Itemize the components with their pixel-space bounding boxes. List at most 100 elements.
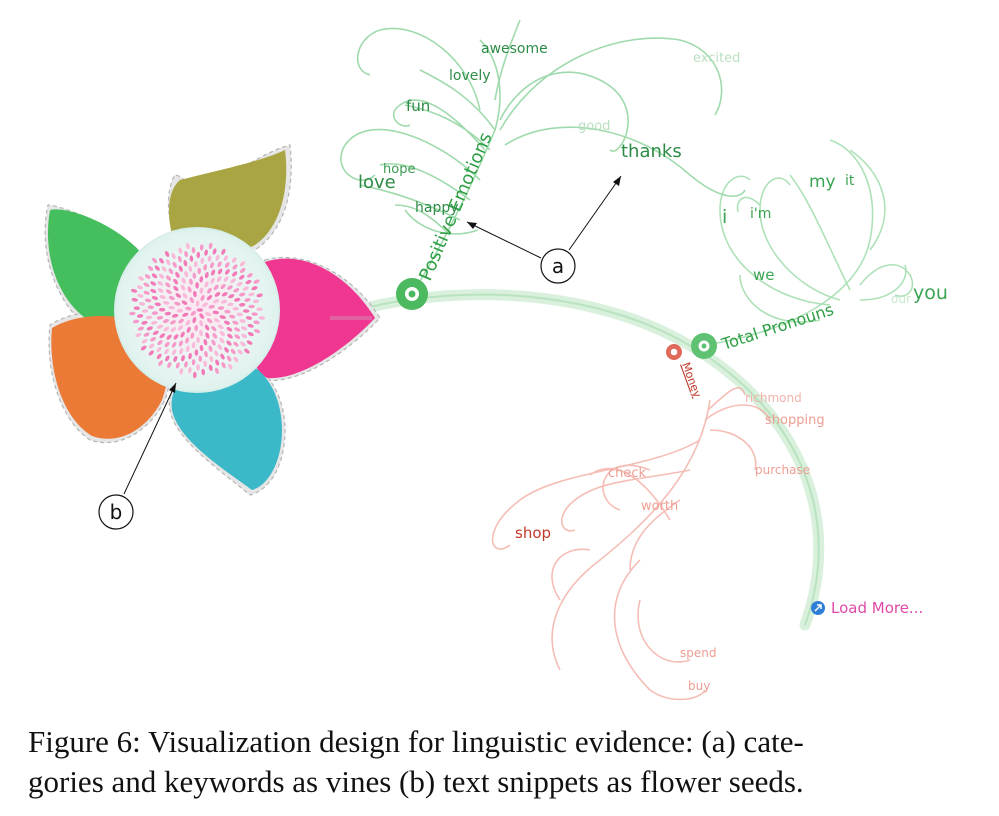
- seed[interactable]: [181, 300, 188, 306]
- seed[interactable]: [148, 343, 155, 350]
- seed[interactable]: [204, 281, 210, 288]
- seed[interactable]: [245, 316, 253, 321]
- seed[interactable]: [258, 316, 265, 320]
- keyword[interactable]: i'm: [750, 206, 771, 222]
- seed[interactable]: [227, 363, 233, 370]
- seed[interactable]: [144, 298, 152, 303]
- seed[interactable]: [203, 264, 208, 271]
- seed[interactable]: [248, 292, 255, 297]
- seed[interactable]: [191, 247, 196, 254]
- seed[interactable]: [208, 345, 214, 352]
- seed[interactable]: [212, 332, 219, 339]
- seed[interactable]: [236, 281, 243, 287]
- seed[interactable]: [216, 275, 223, 282]
- seed[interactable]: [208, 364, 213, 371]
- seed[interactable]: [213, 317, 220, 323]
- seed[interactable]: [143, 282, 150, 288]
- seed[interactable]: [198, 355, 203, 362]
- seed[interactable]: [196, 336, 200, 344]
- seed[interactable]: [194, 349, 199, 356]
- seed[interactable]: [133, 306, 141, 311]
- seed[interactable]: [182, 292, 189, 299]
- seed[interactable]: [171, 349, 177, 356]
- seed[interactable]: [175, 292, 182, 299]
- seed[interactable]: [156, 324, 164, 330]
- seed[interactable]: [151, 272, 158, 279]
- seed[interactable]: [150, 280, 157, 286]
- seed[interactable]: [162, 318, 170, 324]
- seed[interactable]: [184, 361, 189, 368]
- seed[interactable]: [232, 306, 239, 311]
- seed[interactable]: [174, 271, 180, 278]
- seed[interactable]: [137, 293, 144, 298]
- seed[interactable]: [150, 320, 158, 325]
- seed[interactable]: [239, 302, 246, 307]
- seed[interactable]: [243, 309, 250, 313]
- seed[interactable]: [136, 314, 144, 318]
- seed[interactable]: [217, 323, 224, 330]
- seed[interactable]: [217, 268, 223, 275]
- seed[interactable]: [172, 355, 178, 363]
- seed[interactable]: [185, 319, 192, 326]
- seed[interactable]: [251, 285, 258, 291]
- seed[interactable]: [166, 334, 173, 341]
- seed[interactable]: [147, 305, 155, 310]
- seed[interactable]: [243, 348, 250, 355]
- seed[interactable]: [231, 270, 238, 277]
- seed[interactable]: [157, 287, 164, 293]
- seed[interactable]: [171, 313, 179, 318]
- seed[interactable]: [171, 341, 178, 348]
- seed[interactable]: [210, 339, 216, 346]
- seed[interactable]: [157, 280, 164, 287]
- seed[interactable]: [151, 257, 158, 264]
- seed[interactable]: [224, 309, 231, 314]
- seed[interactable]: [188, 352, 193, 360]
- seed[interactable]: [185, 345, 190, 353]
- seed[interactable]: [207, 255, 212, 262]
- seed[interactable]: [239, 319, 246, 324]
- seed[interactable]: [239, 260, 246, 267]
- seed[interactable]: [164, 311, 172, 316]
- seed[interactable]: [220, 283, 227, 290]
- seed[interactable]: [151, 311, 159, 315]
- seed[interactable]: [175, 362, 180, 369]
- seed[interactable]: [232, 263, 239, 270]
- keyword[interactable]: buy: [688, 679, 710, 693]
- seed[interactable]: [164, 250, 170, 257]
- seed[interactable]: [130, 288, 138, 293]
- seed[interactable]: [229, 314, 236, 319]
- seed[interactable]: [140, 345, 147, 352]
- seed[interactable]: [233, 356, 240, 363]
- seed[interactable]: [172, 261, 178, 268]
- seed[interactable]: [141, 338, 148, 344]
- seed[interactable]: [206, 317, 213, 324]
- seed[interactable]: [224, 268, 231, 275]
- seed[interactable]: [193, 261, 198, 268]
- seed[interactable]: [247, 323, 254, 328]
- seed[interactable]: [170, 326, 177, 333]
- seed[interactable]: [204, 249, 209, 256]
- seed[interactable]: [196, 364, 200, 371]
- seed[interactable]: [156, 315, 164, 320]
- seed[interactable]: [141, 320, 148, 325]
- category-label-total-pronouns[interactable]: Total Pronouns: [718, 300, 836, 354]
- seed[interactable]: [244, 298, 251, 303]
- seed[interactable]: [203, 360, 208, 367]
- seed[interactable]: [218, 337, 225, 344]
- seed[interactable]: [179, 331, 185, 338]
- seed[interactable]: [245, 279, 252, 285]
- seed[interactable]: [200, 294, 206, 301]
- seed[interactable]: [129, 311, 136, 316]
- keyword[interactable]: you: [913, 282, 948, 304]
- seed[interactable]: [221, 361, 227, 369]
- seed[interactable]: [177, 318, 184, 325]
- seed[interactable]: [137, 326, 144, 331]
- seed[interactable]: [135, 332, 142, 338]
- keyword[interactable]: happy: [415, 200, 459, 216]
- keyword[interactable]: we: [753, 266, 775, 284]
- seed[interactable]: [226, 284, 233, 291]
- seed[interactable]: [219, 315, 226, 320]
- seed[interactable]: [144, 273, 151, 280]
- seed[interactable]: [210, 269, 216, 276]
- seed[interactable]: [159, 294, 166, 300]
